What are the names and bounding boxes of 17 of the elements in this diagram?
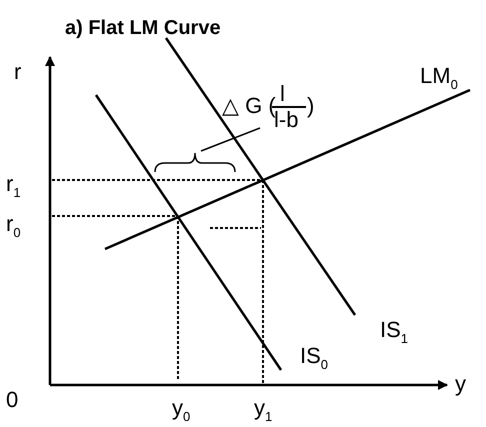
- formula-text: △ G (: [222, 94, 276, 118]
- formula-text: ): [307, 94, 314, 118]
- fraction-numerator: l: [280, 82, 285, 106]
- curve-label: LM$_{0}$: [420, 64, 458, 94]
- curve-label: IS$_{1}$: [380, 318, 408, 348]
- axis-tick-label: r$_{0}$: [6, 212, 21, 242]
- axis-tick-label: r$_{1}$: [6, 172, 21, 202]
- axis-tick-label: 0: [6, 388, 18, 412]
- chart-title: a) Flat LM Curve: [65, 16, 221, 40]
- curve-label: IS$_{0}$: [300, 344, 328, 374]
- curly-brace: [154, 152, 236, 172]
- axis-label: r: [14, 60, 22, 84]
- leader-line: [200, 127, 260, 152]
- axis-tick-label: y$_{1}$: [254, 396, 272, 426]
- axis-label: y: [455, 372, 466, 396]
- fraction-denominator: l-b: [274, 108, 298, 132]
- axis-tick-label: y$_{0}$: [172, 396, 190, 426]
